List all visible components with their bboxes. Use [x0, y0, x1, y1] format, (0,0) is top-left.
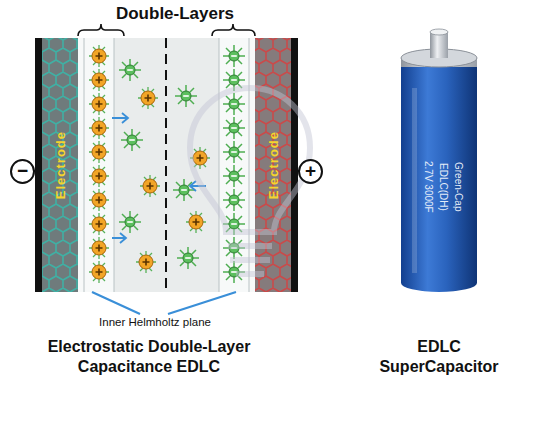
- terminal-circle: −: [10, 159, 35, 184]
- cation: [89, 141, 109, 163]
- section-heading: Double-Layers: [90, 4, 260, 24]
- electrolyte: [78, 38, 255, 292]
- leader-line: [92, 292, 236, 314]
- capacitor-can: Green-CapEDLC(DH)2.7V 3000F: [398, 28, 480, 298]
- double-layer-strip: [78, 38, 114, 292]
- cation: [89, 213, 109, 235]
- anion: [177, 247, 199, 269]
- figure-caption: EDLC SuperCapacitor: [369, 337, 509, 377]
- anion: [223, 93, 245, 115]
- electrode: Electrode: [255, 38, 291, 292]
- callout-label: Inner Helmholtz plane: [70, 315, 240, 329]
- double-layer-strip: [219, 38, 255, 292]
- anion: [223, 141, 245, 163]
- cation: [89, 165, 109, 187]
- bulb-outline: [190, 88, 310, 232]
- anion: [121, 129, 143, 151]
- anion: [223, 189, 245, 211]
- cation: [89, 117, 109, 139]
- cation: [89, 45, 109, 67]
- figure-caption: Electrostatic Double-Layer Capacitance E…: [18, 337, 280, 377]
- anion: [223, 45, 245, 67]
- cation: [89, 261, 109, 283]
- terminal-post: [430, 32, 448, 58]
- node-text: EDLC(DH): [436, 102, 451, 272]
- cation: [89, 93, 109, 115]
- current-collector: [35, 38, 42, 292]
- anion: [119, 59, 141, 81]
- terminal-top: [430, 29, 448, 35]
- electrode: Electrode: [42, 38, 78, 292]
- electrode-body: [42, 38, 78, 292]
- cation: [89, 189, 109, 211]
- capacitor-shape: [398, 28, 480, 298]
- anion: [175, 85, 197, 107]
- bulb-base: [228, 246, 272, 274]
- cation: [136, 251, 156, 273]
- bulb-watermark: [190, 88, 310, 274]
- current-collector: [291, 38, 298, 292]
- cation: [138, 87, 158, 109]
- cation: [89, 69, 109, 91]
- anion: [223, 117, 245, 139]
- can-bottom: [401, 274, 477, 292]
- brace: [78, 24, 124, 36]
- anion: [223, 165, 245, 187]
- helmholtz-plane: [84, 38, 249, 292]
- node-text: Electrode: [266, 131, 281, 199]
- terminal-circle: +: [298, 159, 323, 184]
- node-text: −: [17, 161, 28, 180]
- cation: [140, 175, 160, 197]
- node-text: 2.7V 3000F: [421, 102, 436, 272]
- cation: [89, 237, 109, 259]
- node-text: Electrode: [53, 131, 68, 199]
- text-column: Green-CapEDLC(DH)2.7V 3000F: [412, 102, 466, 272]
- cation: [186, 211, 206, 233]
- node-text: Green-Cap: [451, 102, 466, 272]
- anion: [173, 179, 195, 201]
- brace: [212, 24, 255, 36]
- separator: [165, 38, 167, 292]
- node-text: +: [305, 161, 316, 180]
- anion-group: [119, 45, 245, 283]
- electrode-body: [255, 38, 291, 292]
- anion: [119, 211, 141, 233]
- can-highlight: [412, 88, 417, 273]
- can-body: [401, 62, 477, 283]
